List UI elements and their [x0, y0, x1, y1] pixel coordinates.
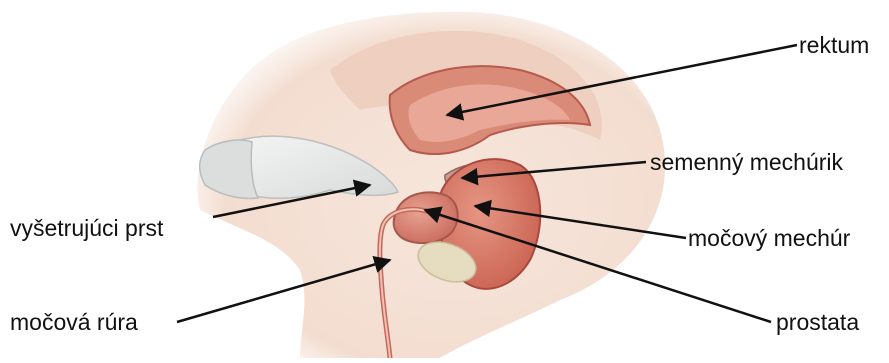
label-urethra: močová rúra [10, 309, 138, 335]
label-prostate: prostata [776, 309, 859, 335]
label-examining-finger: vyšetrujúci prst [10, 215, 163, 241]
label-seminal-vesicle: semenný mechúrik [650, 149, 843, 175]
label-bladder: močový mechúr [688, 225, 850, 251]
label-rectum: rektum [799, 32, 869, 58]
